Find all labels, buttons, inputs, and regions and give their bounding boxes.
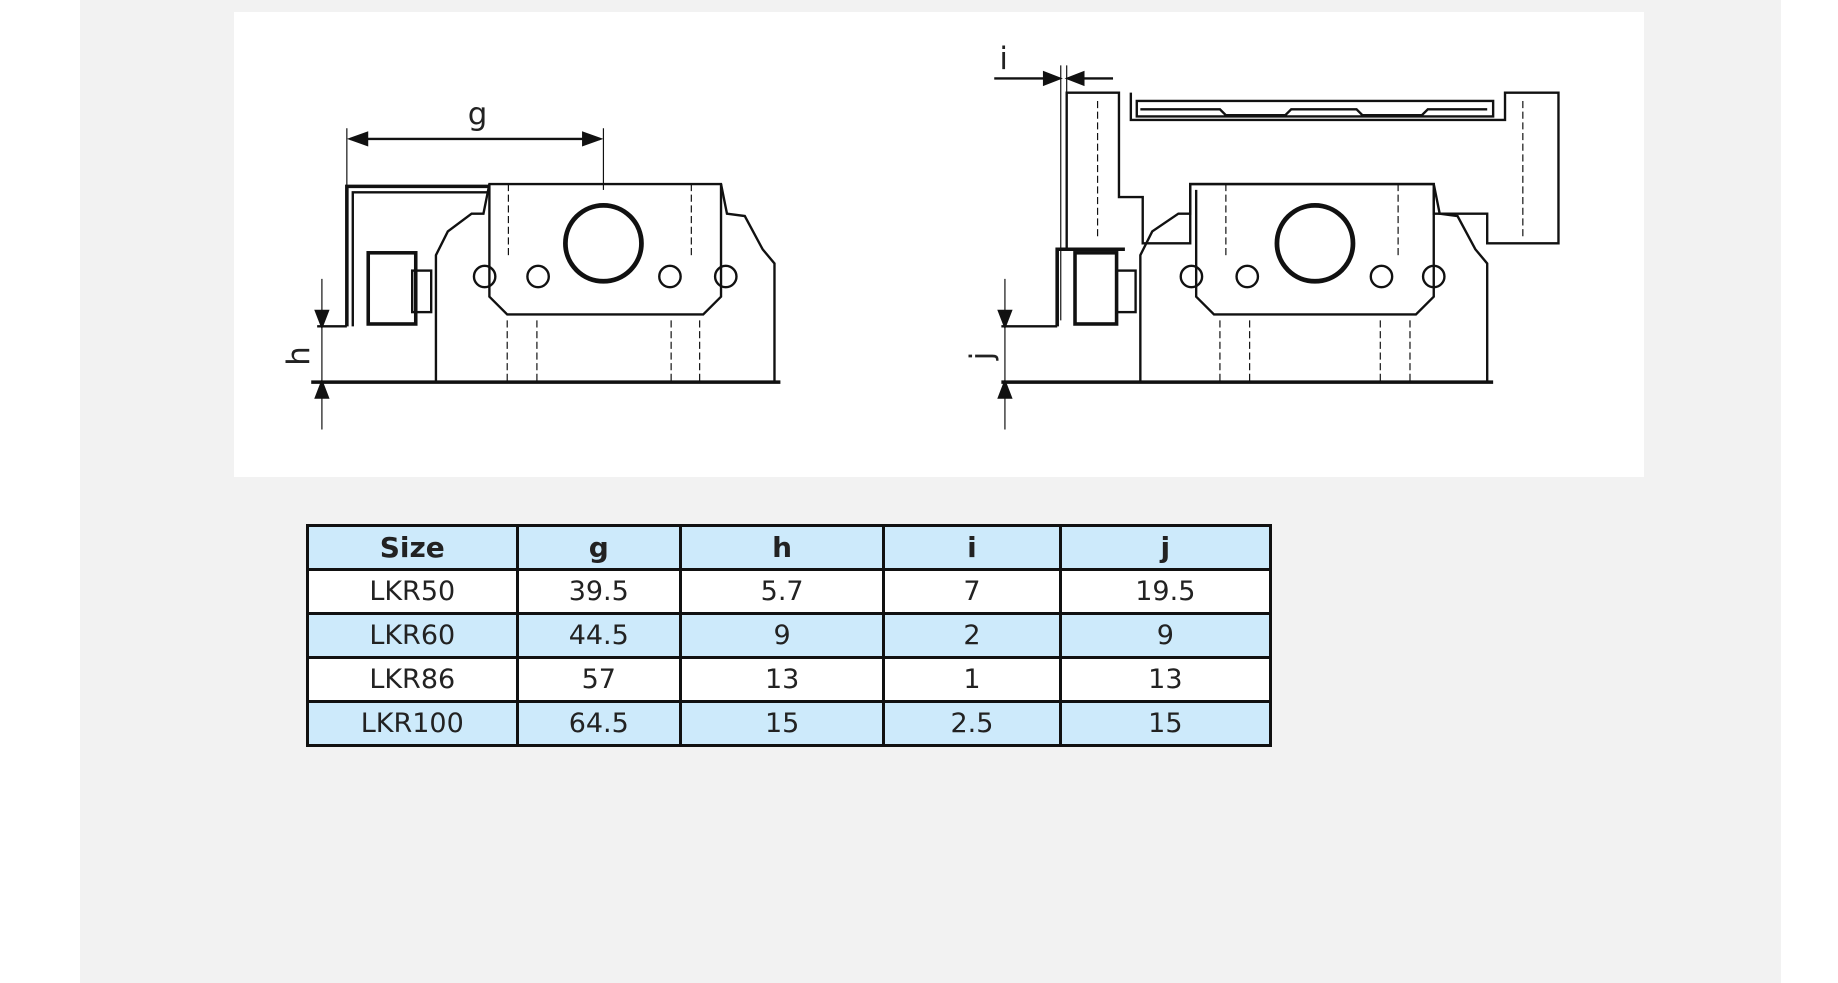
technical-drawing: g h — [234, 12, 1644, 477]
header-g: g — [515, 524, 683, 571]
cell-size: LKR60 — [306, 612, 519, 659]
cell-j: 15 — [1058, 700, 1273, 747]
header-size: Size — [306, 524, 519, 571]
cell-g: 39.5 — [515, 568, 683, 615]
header-h: h — [679, 524, 886, 571]
cell-g: 44.5 — [515, 612, 683, 659]
header-i: i — [882, 524, 1062, 571]
table-row: LKR50 39.5 5.7 7 19.5 — [306, 568, 1273, 615]
table-row: LKR86 57 13 1 13 — [306, 656, 1273, 703]
cell-g: 64.5 — [515, 700, 683, 747]
cell-h: 15 — [679, 700, 886, 747]
cell-i: 7 — [882, 568, 1062, 615]
table-header-row: Size g h i j — [306, 524, 1273, 571]
dimension-label-h: h — [281, 346, 317, 366]
dimension-label-j: j — [964, 352, 1000, 362]
cell-h: 5.7 — [679, 568, 886, 615]
cell-h: 13 — [679, 656, 886, 703]
cell-size: LKR86 — [306, 656, 519, 703]
cell-i: 1 — [882, 656, 1062, 703]
cell-i: 2.5 — [882, 700, 1062, 747]
cell-j: 19.5 — [1058, 568, 1273, 615]
dimension-label-g: g — [468, 97, 488, 133]
dimension-label-i: i — [999, 41, 1008, 77]
cell-j: 9 — [1058, 612, 1273, 659]
table-row: LKR60 44.5 9 2 9 — [306, 612, 1273, 659]
dimension-table: Size g h i j LKR50 39.5 5.7 7 19.5 LKR60… — [306, 524, 1273, 747]
cell-j: 13 — [1058, 656, 1273, 703]
left-diagram: g h — [281, 97, 781, 430]
carriage-dimension-diagrams: g h — [281, 41, 1560, 430]
table-row: LKR100 64.5 15 2.5 15 — [306, 700, 1273, 747]
cell-h: 9 — [679, 612, 886, 659]
cell-size: LKR50 — [306, 568, 519, 615]
cell-size: LKR100 — [306, 700, 519, 747]
right-diagram: i — [964, 41, 1560, 430]
cell-g: 57 — [515, 656, 683, 703]
document-page: g h — [80, 0, 1781, 983]
cell-i: 2 — [882, 612, 1062, 659]
header-j: j — [1058, 524, 1273, 571]
